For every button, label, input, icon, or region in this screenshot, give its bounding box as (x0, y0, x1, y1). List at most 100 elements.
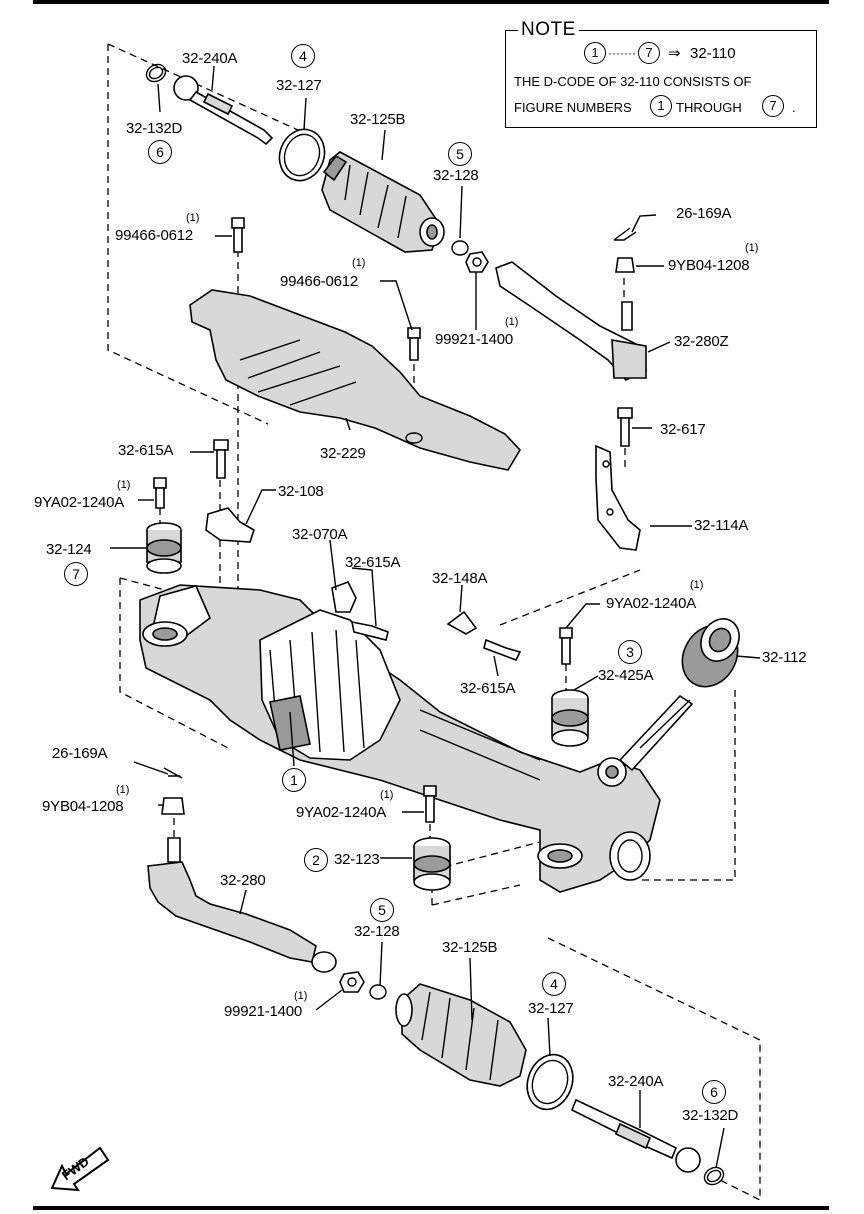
lower-castle-nut (161, 797, 185, 815)
lower-tie-rod-nut (339, 971, 365, 993)
bracket-32-148A (446, 610, 478, 635)
label-32-615A-a: 32-615A (118, 442, 174, 459)
label-32-229: 32-229 (320, 445, 366, 462)
callout-5-bot: 5 (370, 898, 394, 922)
label-9YB04-1208-bot: 9YB04-1208 (42, 798, 124, 815)
bolt-9YA02-a (153, 477, 167, 509)
bolt-9YA02-c (423, 785, 437, 823)
note-range-start: 1 (584, 42, 606, 64)
leader-lines (110, 65, 761, 1169)
note-range-end: 7 (638, 42, 660, 64)
note-line-2: THE D-CODE OF 32-110 CONSISTS OF (514, 74, 752, 89)
bolt-9YA02-b (559, 627, 573, 665)
label-32-128-bot: 32-128 (354, 923, 400, 940)
lower-boot (395, 983, 527, 1087)
label-9YA02-1240A-a: 9YA02-1240A (34, 494, 125, 511)
pinion-seal-32-112 (681, 618, 740, 688)
label-32-114A: 32-114A (694, 517, 749, 534)
upper-inner-tie-rod (173, 75, 274, 146)
callout-4-top: 4 (291, 44, 315, 68)
upper-snap-ring (145, 63, 167, 83)
callout-5-top: 5 (448, 142, 472, 166)
label-32-425A: 32-425A (598, 667, 654, 684)
pinion-shaft (618, 694, 694, 772)
bolt-99466-b (407, 327, 421, 361)
bolt-99466-a (231, 217, 245, 253)
label-32-125B-bot: 32-125B (442, 939, 498, 956)
qty-9YA02-c: (1) (380, 789, 394, 801)
callout-1: 1 (282, 768, 306, 792)
note-line-3c: . (792, 100, 796, 115)
bushing-32-124 (146, 522, 182, 574)
upper-tie-rod-nut (465, 251, 489, 273)
label-32-070A: 32-070A (292, 526, 348, 543)
note-figure-end: 7 (762, 95, 784, 117)
bracket-32-108 (205, 507, 255, 543)
lower-snap-ring (703, 1166, 725, 1186)
label-99921-1400-top: 99921-1400 (435, 331, 514, 348)
upper-cotter-pin (613, 227, 637, 241)
label-9YA02-1240A-b: 9YA02-1240A (606, 595, 697, 612)
upper-boot (321, 151, 445, 253)
label-32-125B-top: 32-125B (350, 111, 406, 128)
qty-99466-b: (1) (352, 257, 366, 269)
label-9YA02-1240A-c: 9YA02-1240A (296, 804, 387, 821)
callout-3: 3 (618, 640, 642, 664)
qty-99921-top: (1) (505, 316, 519, 328)
callout-4-bot: 4 (542, 972, 566, 996)
lower-tie-rod-end (147, 837, 337, 973)
bushing-32-425A (551, 689, 589, 747)
label-32-615A-c: 32-615A (460, 680, 516, 697)
callout-6-bot: 6 (702, 1080, 726, 1104)
bolt-32-615A-a (213, 439, 229, 479)
bolt-32-615A-c (483, 638, 522, 662)
qty-99921-bot: (1) (294, 990, 308, 1002)
left-phantom-frame (119, 577, 229, 749)
label-32-280: 32-280 (220, 872, 266, 889)
label-32-615A-b: 32-615A (345, 554, 401, 571)
bracket-32-114A (595, 444, 641, 551)
note-figure-start: 1 (650, 95, 672, 117)
callout-6-top: 6 (148, 140, 172, 164)
note-title: NOTE (518, 19, 579, 41)
right-phantom-frame (431, 569, 736, 906)
label-99921-1400-bot: 99921-1400 (224, 1003, 303, 1020)
lower-inner-tie-rod (570, 1098, 701, 1173)
label-32-132D-top: 32-132D (126, 120, 183, 137)
qty-9YB04-bot: (1) (116, 784, 130, 796)
label-32-132D-bot: 32-132D (682, 1107, 739, 1124)
label-32-124: 32-124 (46, 541, 92, 558)
label-26-169A-top: 26-169A (676, 205, 732, 222)
label-32-127-bot: 32-127 (528, 1000, 574, 1017)
lower-boot-band (526, 1053, 574, 1111)
label-32-127-top: 32-127 (276, 77, 322, 94)
bolt-32-615A-b (350, 620, 389, 641)
heat-shield (189, 289, 521, 471)
label-26-169A-bot: 26-169A (52, 745, 108, 762)
qty-99466-a: (1) (186, 212, 200, 224)
callout-7: 7 (64, 562, 88, 586)
label-32-108: 32-108 (278, 483, 324, 500)
upper-boot-clip (451, 240, 469, 256)
label-32-148A: 32-148A (432, 570, 488, 587)
top-rule (33, 0, 829, 4)
steering-gear-housing (139, 584, 661, 893)
lower-phantom-frame (547, 937, 761, 1202)
note-line-3a: FIGURE NUMBERS (514, 100, 632, 115)
bolt-32-617 (617, 407, 633, 447)
upper-tie-rod-end (495, 261, 647, 381)
label-9YB04-1208-top: 9YB04-1208 (668, 257, 750, 274)
upper-boot-band (278, 128, 326, 182)
upper-phantom-frame (107, 43, 299, 425)
label-32-240A-top: 32-240A (182, 50, 238, 67)
qty-9YB04-top: (1) (745, 242, 759, 254)
label-32-128-top: 32-128 (433, 167, 479, 184)
callout-2: 2 (304, 848, 328, 872)
lower-boot-clip (369, 984, 387, 1000)
label-32-240A-bot: 32-240A (608, 1073, 664, 1090)
label-32-123: 32-123 (334, 851, 380, 868)
label-32-280Z: 32-280Z (674, 333, 729, 350)
bottom-rule (33, 1206, 829, 1210)
